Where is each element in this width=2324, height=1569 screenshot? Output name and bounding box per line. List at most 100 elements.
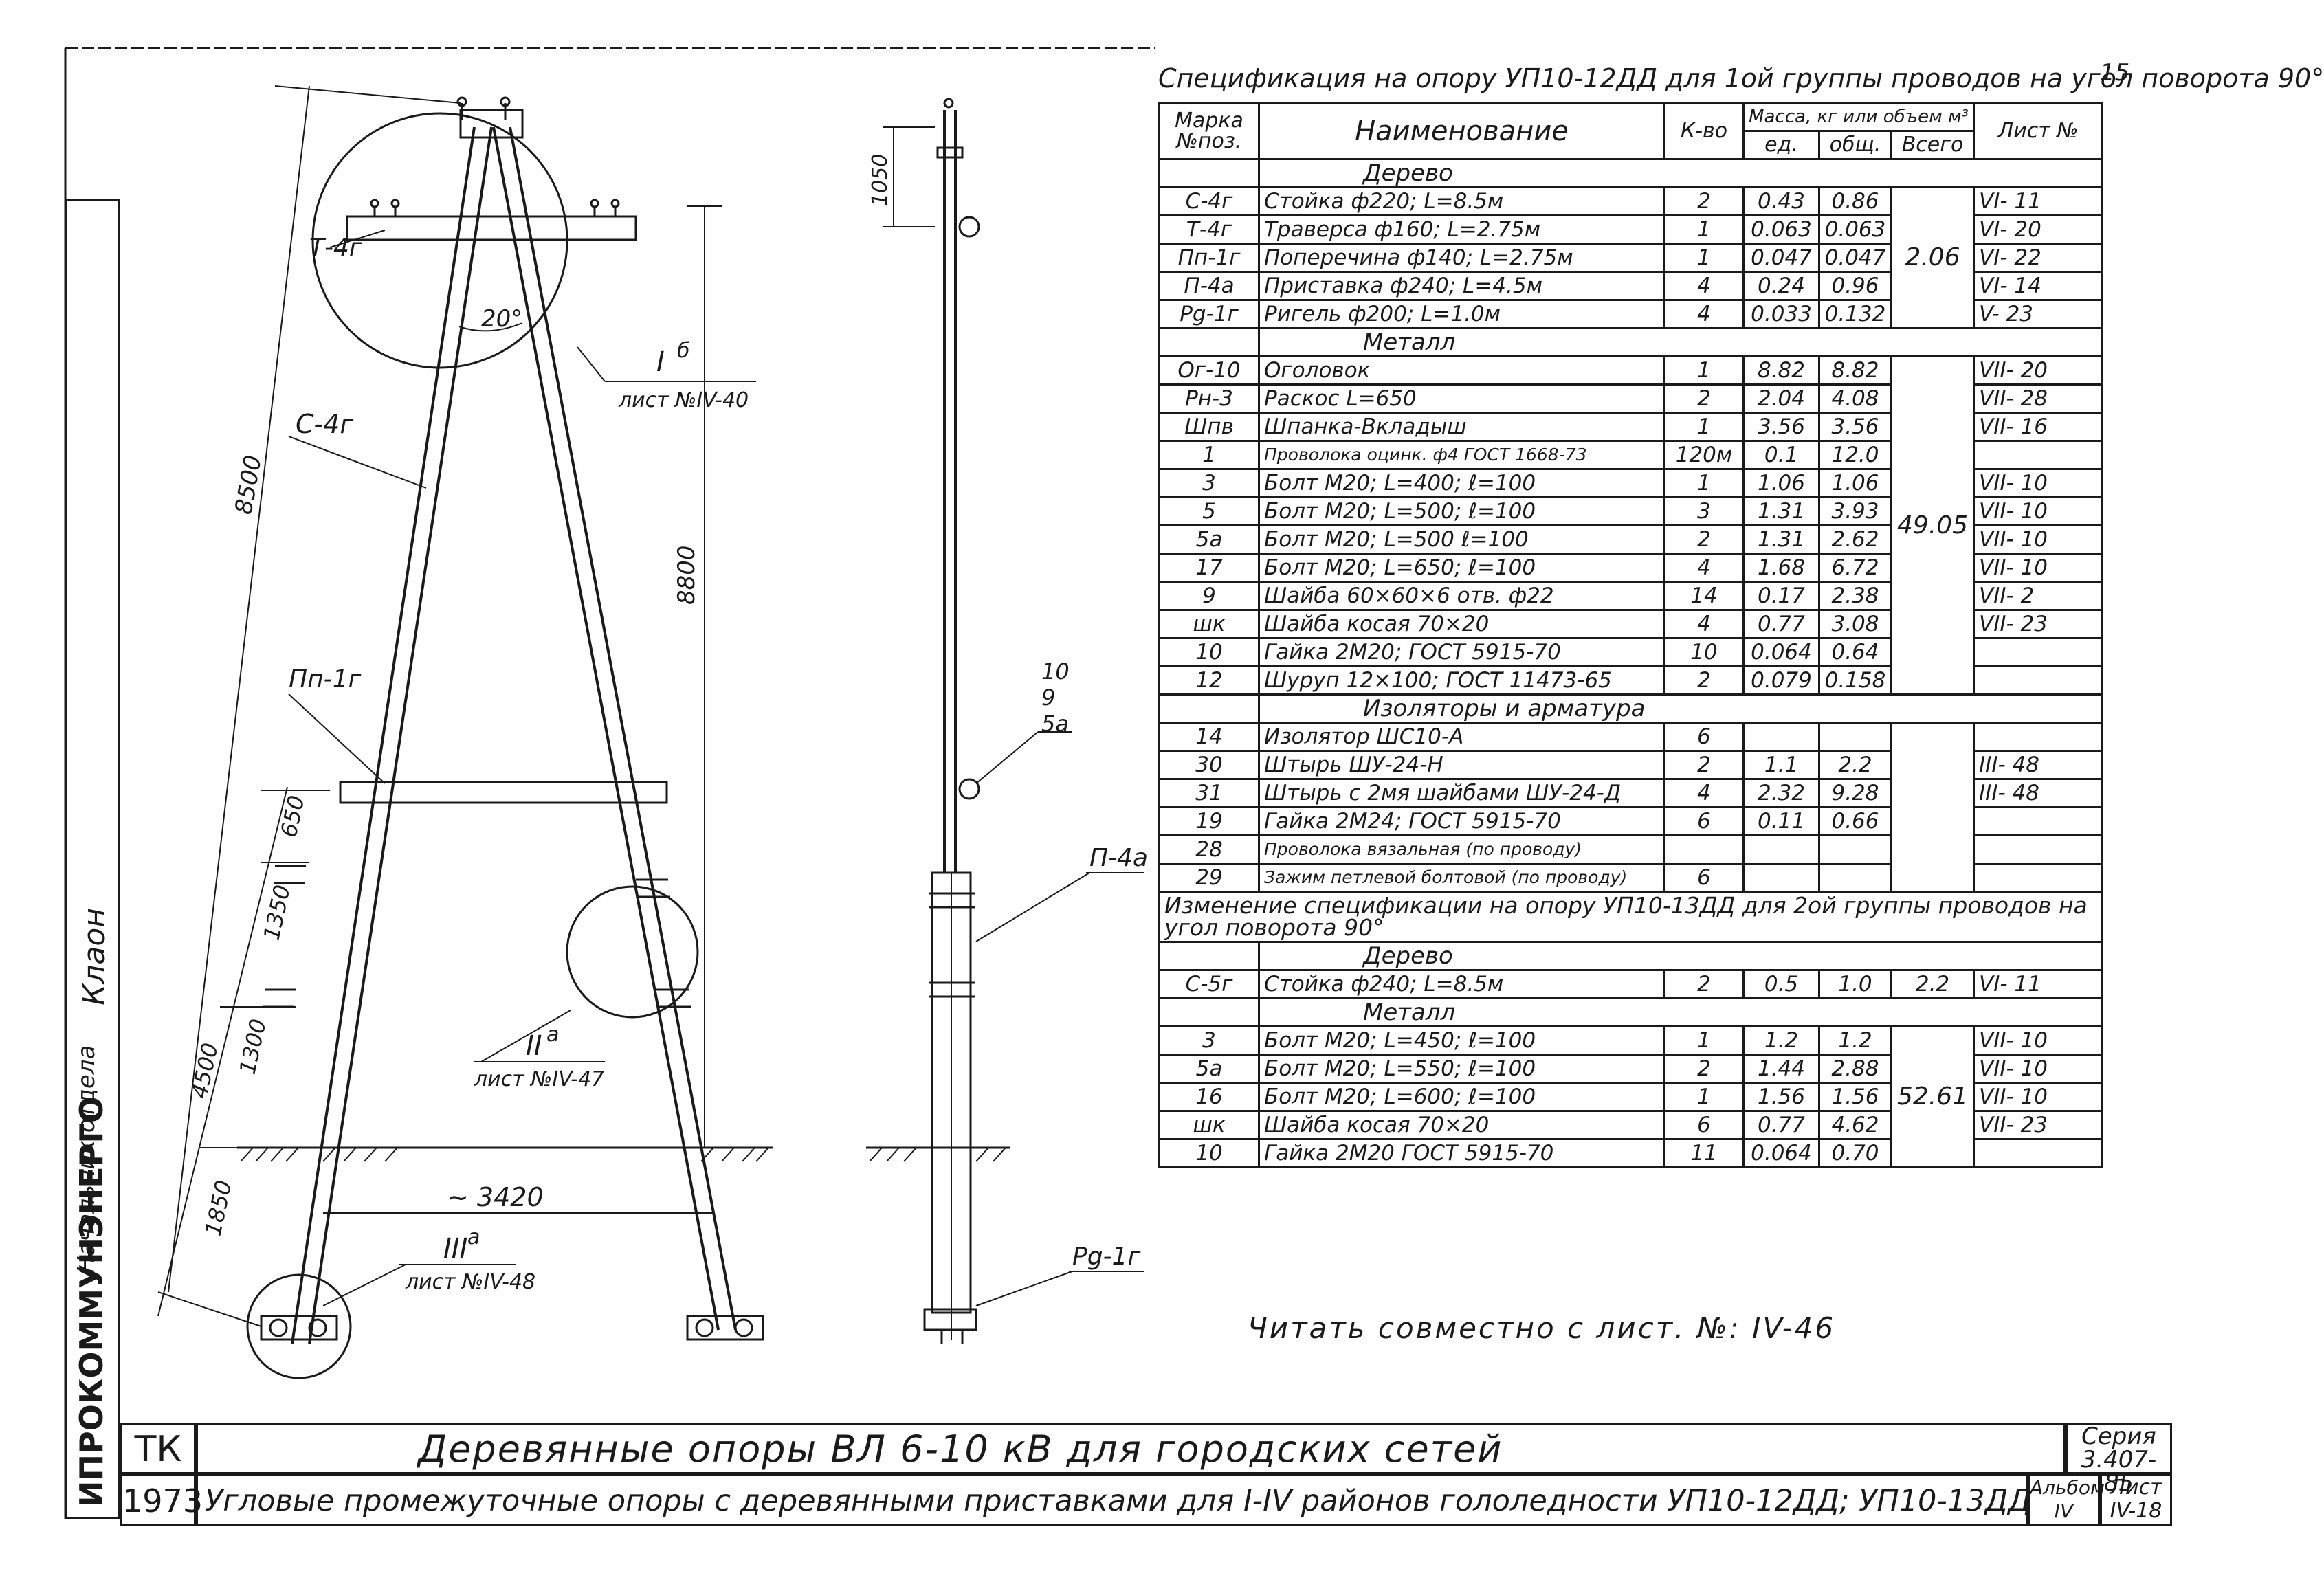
code-cell: ТК [120, 1423, 196, 1474]
row-qty: 2 [1663, 186, 1745, 216]
dim-4500-label: 4500 [186, 1041, 223, 1101]
row-name: Гайка 2М20; ГОСТ 5915-70 [1258, 637, 1665, 667]
section-mark-blank [1158, 941, 1260, 971]
row-unit-mass [1742, 722, 1820, 752]
row-mark: С-4г [1158, 186, 1260, 216]
row-qty: 2 [1663, 969, 1745, 999]
row-mark: 14 [1158, 722, 1260, 752]
section-name: Металл [1257, 327, 2104, 357]
section-mark-blank [1158, 693, 1260, 724]
row-name: Поперечина ф140; L=2.75м [1258, 243, 1665, 273]
row-qty: 14 [1663, 581, 1745, 611]
section-mark-blank [1158, 327, 1260, 357]
total-height-label: 8500 [230, 453, 267, 516]
row-mark: шк [1158, 609, 1260, 639]
col-mass-header: Масса, кг или объем м³ [1742, 102, 1976, 132]
row-mark: 30 [1158, 750, 1260, 780]
row-name: Ригель ф200; L=1.0м [1258, 299, 1665, 329]
row-sheet: VII- 23 [1973, 1110, 2104, 1140]
row-total-mass: 2.38 [1818, 581, 1892, 611]
row-unit-mass: 0.047 [1742, 243, 1820, 273]
node-2-ref: лист №IV-47 [474, 1067, 604, 1091]
row-qty: 3 [1663, 496, 1745, 526]
row-total-mass: 0.158 [1818, 665, 1892, 696]
row-unit-mass: 0.1 [1742, 440, 1820, 470]
subtitle-cell: Угловые промежуточные опоры с деревянным… [196, 1474, 2031, 1526]
row-mark: 10 [1158, 637, 1260, 667]
node-2-sup: а [546, 1023, 559, 1047]
row-mark: 12 [1158, 665, 1260, 696]
row-sheet: V- 23 [1973, 299, 2104, 329]
row-qty: 2 [1663, 524, 1745, 555]
row-sheet: VII- 23 [1973, 609, 2104, 639]
dim-line-segments [157, 786, 288, 1317]
row-sheet: VII- 20 [1973, 355, 2104, 386]
base-crossbeam-left [260, 1315, 338, 1341]
node-3-circle [246, 1273, 352, 1379]
row-sheet: VII- 10 [1973, 468, 2104, 498]
row-sheet: VII- 2 [1973, 581, 2104, 611]
row-sheet: VI- 20 [1973, 214, 2104, 245]
section-name: Дерево [1257, 158, 2104, 188]
row-total-mass: 4.08 [1818, 383, 1892, 414]
col-qty-header: К-во [1663, 102, 1745, 160]
row-name: Болт М20; L=550; ℓ=100 [1258, 1054, 1665, 1084]
row-unit-mass: 1.56 [1742, 1082, 1820, 1112]
row-qty: 4 [1663, 271, 1745, 301]
row-total-mass: 1.06 [1818, 468, 1892, 498]
row-name: Изолятор ШС10-А [1258, 722, 1665, 752]
row-total-mass: 0.64 [1818, 637, 1892, 667]
row-qty: 1 [1663, 355, 1745, 386]
spec-corner-mark: 15 [2100, 59, 2130, 87]
dim-1850-label: 1850 [200, 1178, 237, 1238]
col-all-header: Всего [1890, 130, 1976, 160]
row-unit-mass [1742, 863, 1820, 893]
row-total-mass: 12.0 [1818, 440, 1892, 470]
row-mark: Пп-1г [1158, 243, 1260, 273]
crossbar-mark-label: Пп-1г [289, 665, 362, 693]
row-unit-mass: 2.04 [1742, 383, 1820, 414]
section-all-mass: 52.61 [1890, 1025, 1976, 1168]
sheet-value: IV-18 [2110, 1499, 2162, 1523]
above-ground-height-label: 8800 [673, 545, 700, 605]
row-qty: 2 [1663, 383, 1745, 414]
row-name: Шайба 60×60×6 отв. ф22 [1258, 581, 1665, 611]
traverse-beam [346, 215, 637, 241]
row-name: Болт М20; L=400; ℓ=100 [1258, 468, 1665, 498]
row-sheet: VI- 14 [1973, 271, 2104, 301]
row-name: Шпанка-Вкладыш [1258, 412, 1665, 442]
title-cell: Деревянные опоры ВЛ 6-10 кВ для городски… [196, 1423, 2066, 1474]
section-mark-blank [1158, 997, 1260, 1027]
series-label: Серия [2081, 1423, 2156, 1450]
row-unit-mass: 1.1 [1742, 750, 1820, 780]
row-mark: 10 [1158, 1138, 1260, 1168]
row-qty: 6 [1663, 722, 1745, 752]
row-sheet [1973, 806, 2104, 836]
row-mark: П-4а [1158, 271, 1260, 301]
row-mark: Т-4г [1158, 214, 1260, 245]
row-total-mass: 0.047 [1818, 243, 1892, 273]
row-mark: 28 [1158, 834, 1260, 865]
row-sheet [1973, 665, 2104, 696]
row-qty: 1 [1663, 468, 1745, 498]
dim-1350-label: 1350 [258, 882, 296, 943]
row-sheet: VII- 10 [1973, 496, 2104, 526]
row-total-mass: 0.86 [1818, 186, 1892, 216]
row-total-mass: 0.063 [1818, 214, 1892, 245]
node-1-mark: I [656, 346, 665, 378]
section-mark-blank [1158, 158, 1260, 188]
post-mark-label: С-4г [296, 409, 354, 439]
row-mark: Рg-1г [1158, 299, 1260, 329]
